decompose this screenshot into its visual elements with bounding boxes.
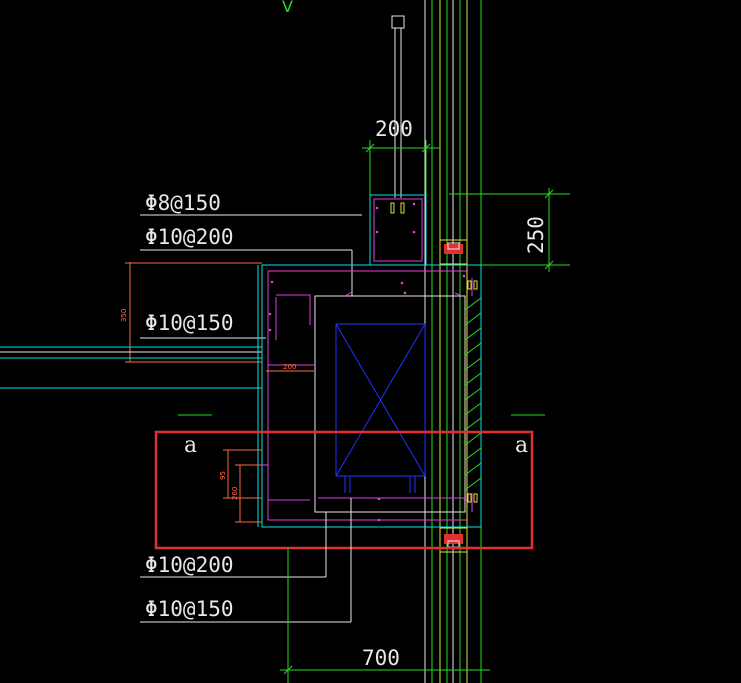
top-box — [369, 194, 427, 266]
dim-label-small-a: 95 — [219, 471, 227, 480]
floor-slab-lines — [0, 346, 262, 389]
dim-label-250: 250 — [524, 216, 548, 254]
equipment-box — [335, 323, 426, 493]
dimension-250 — [449, 188, 570, 272]
small-dims-orange — [223, 449, 262, 523]
highlight-box — [154, 430, 534, 550]
dim-label-small-b: 260 — [231, 487, 239, 500]
rebar-label-phi10-200-top: Φ10@200 — [145, 225, 234, 249]
mullion-fitting-top — [439, 239, 468, 265]
dim-label-350: 350 — [120, 309, 128, 322]
small-bolts-right — [467, 280, 478, 503]
rebar-label-phi10-200-bottom: Φ10@200 — [145, 553, 234, 577]
hanger-rod — [391, 15, 405, 198]
rebar-label-phi10-150-bottom: Φ10@150 — [145, 597, 234, 621]
rebar-label-phi10-150-mid: Φ10@150 — [145, 311, 234, 335]
main-rebar-dots — [268, 274, 467, 522]
hatch-strip — [464, 297, 482, 491]
rebar-label-phi8-150: Φ8@150 — [145, 191, 221, 215]
section-mark-a-right: a — [515, 433, 528, 458]
dim-label-700: 700 — [362, 646, 400, 670]
top-box-bolts — [390, 202, 405, 214]
section-mark-v: V — [282, 0, 293, 16]
section-mark-a-left: a — [184, 433, 197, 458]
top-box-dots — [375, 202, 416, 234]
vertical-shaft-lines — [424, 0, 482, 683]
main-wall-outline — [257, 264, 482, 528]
dimension-200-top — [362, 140, 440, 195]
main-rebar — [262, 270, 473, 521]
dimension-700 — [280, 548, 490, 683]
dim-label-200-small: 200 — [283, 363, 296, 371]
leader-lines-bottom — [140, 498, 352, 623]
leader-lines-top — [140, 214, 362, 339]
top-box-rebar — [373, 198, 423, 262]
dimension-350 — [125, 262, 262, 363]
dim-label-200-top: 200 — [375, 117, 413, 141]
